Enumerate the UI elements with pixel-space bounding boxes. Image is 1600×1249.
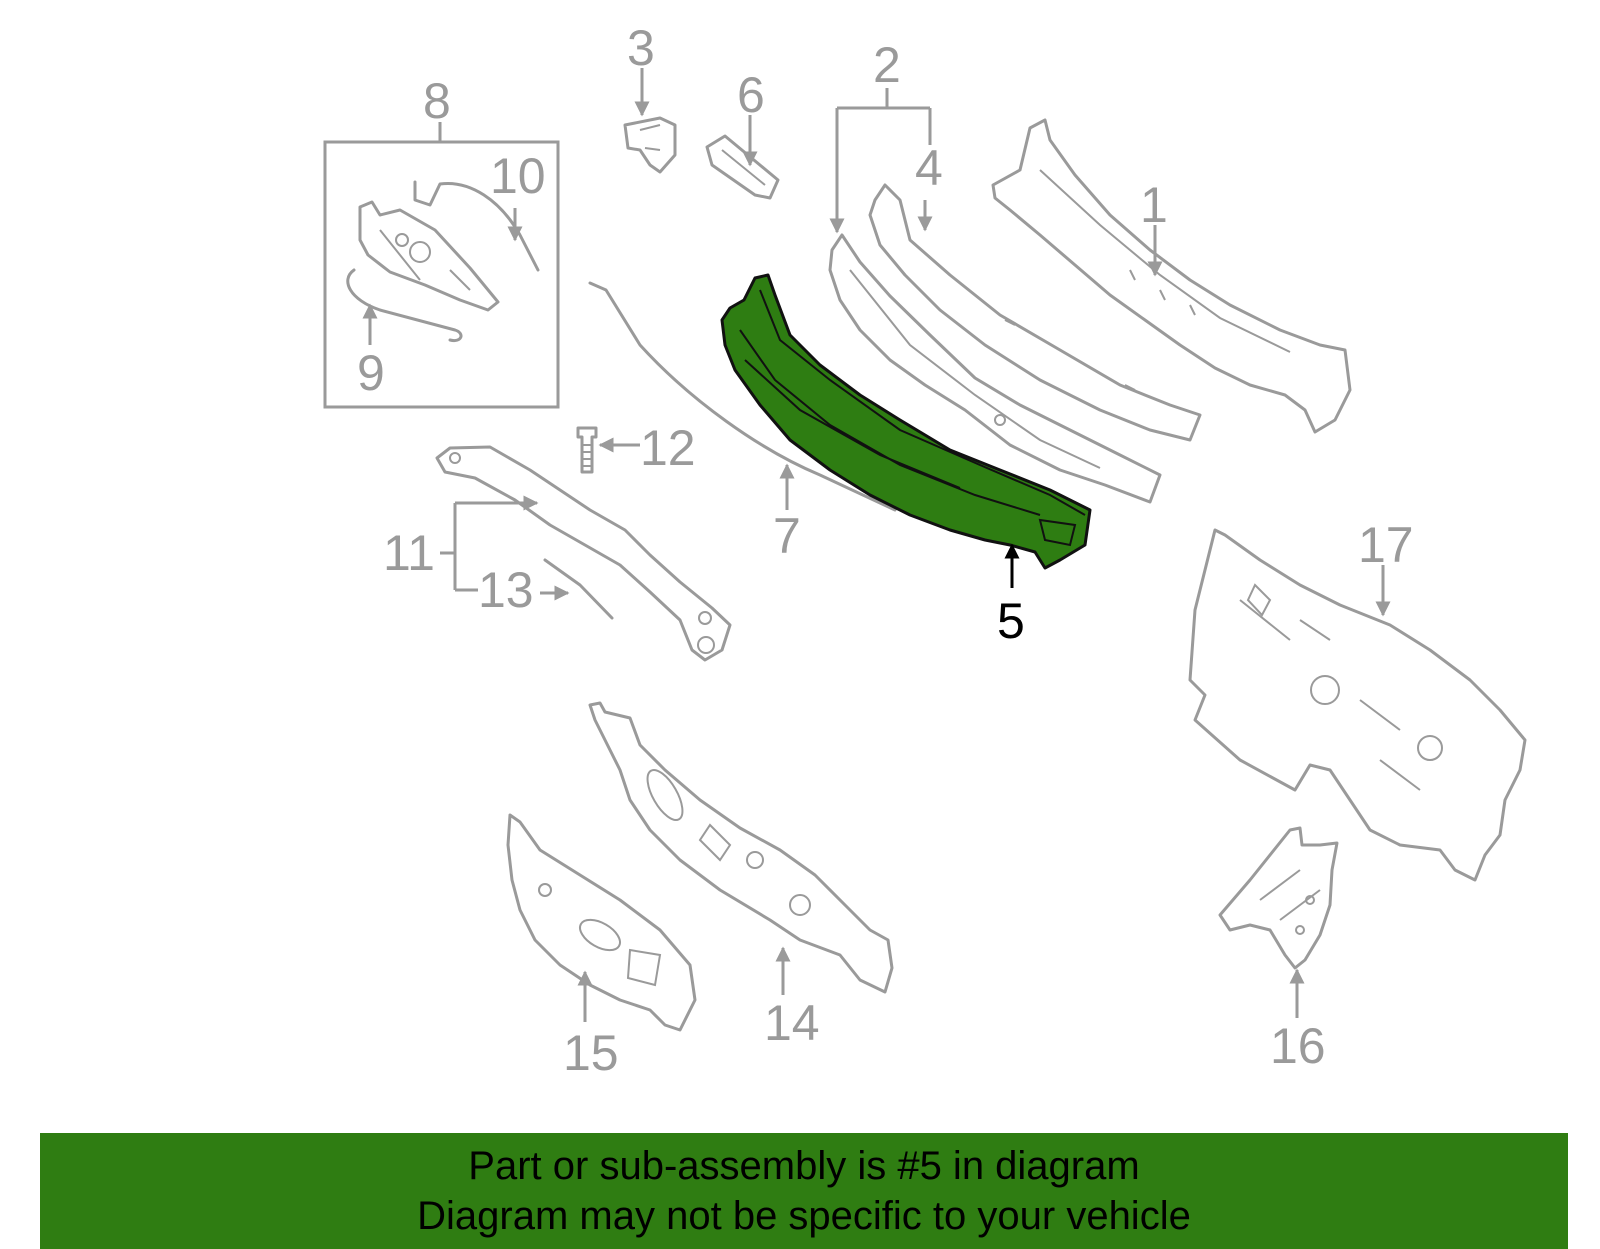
part-17-dash-panel	[1188, 528, 1527, 882]
part-6-clip	[705, 134, 780, 200]
part-15-panel	[506, 813, 697, 1032]
callout-6: 6	[737, 67, 765, 123]
callout-2: 2	[873, 37, 901, 93]
callout-1: 1	[1140, 177, 1168, 233]
part-16-bracket	[1218, 826, 1339, 970]
part-4-panel	[868, 183, 1202, 442]
part-8-bracket	[358, 200, 500, 312]
leader-lines	[362, 68, 1391, 1022]
callout-8: 8	[423, 73, 451, 129]
callout-14: 14	[764, 995, 820, 1051]
part-1-panel	[991, 118, 1352, 434]
banner-line-2: Diagram may not be specific to your vehi…	[417, 1194, 1191, 1238]
part-8-inset-box	[323, 122, 560, 409]
part-3-bracket	[623, 116, 677, 174]
part-9-rod	[346, 268, 463, 343]
info-banner: Part or sub-assembly is #5 in diagram Di…	[40, 1133, 1568, 1249]
callout-11: 11	[383, 525, 435, 581]
part-14-dash	[588, 701, 894, 994]
banner-line-1: Part or sub-assembly is #5 in diagram	[468, 1144, 1140, 1188]
callout-numbers: 1 2 3 4 5 6 7 8 9 10 11 12 13 14 15 16 1…	[357, 20, 1414, 1081]
part-12-bolt	[576, 426, 598, 474]
callout-13: 13	[478, 562, 534, 618]
callout-4: 4	[915, 140, 943, 196]
callout-9: 9	[357, 345, 385, 401]
part-2-cowl	[828, 233, 1162, 504]
part-5-cowl-highlighted	[720, 273, 1092, 570]
callout-15: 15	[563, 1025, 619, 1081]
part-11-brace	[435, 445, 732, 662]
callout-7: 7	[773, 508, 801, 564]
callout-10: 10	[490, 148, 546, 204]
callout-3: 3	[627, 20, 655, 76]
part-7-seal	[588, 281, 897, 512]
part-13-strip	[543, 558, 614, 620]
callout-5: 5	[997, 593, 1025, 649]
callout-12: 12	[640, 420, 696, 476]
callout-16: 16	[1270, 1018, 1326, 1074]
callout-17: 17	[1358, 517, 1414, 573]
